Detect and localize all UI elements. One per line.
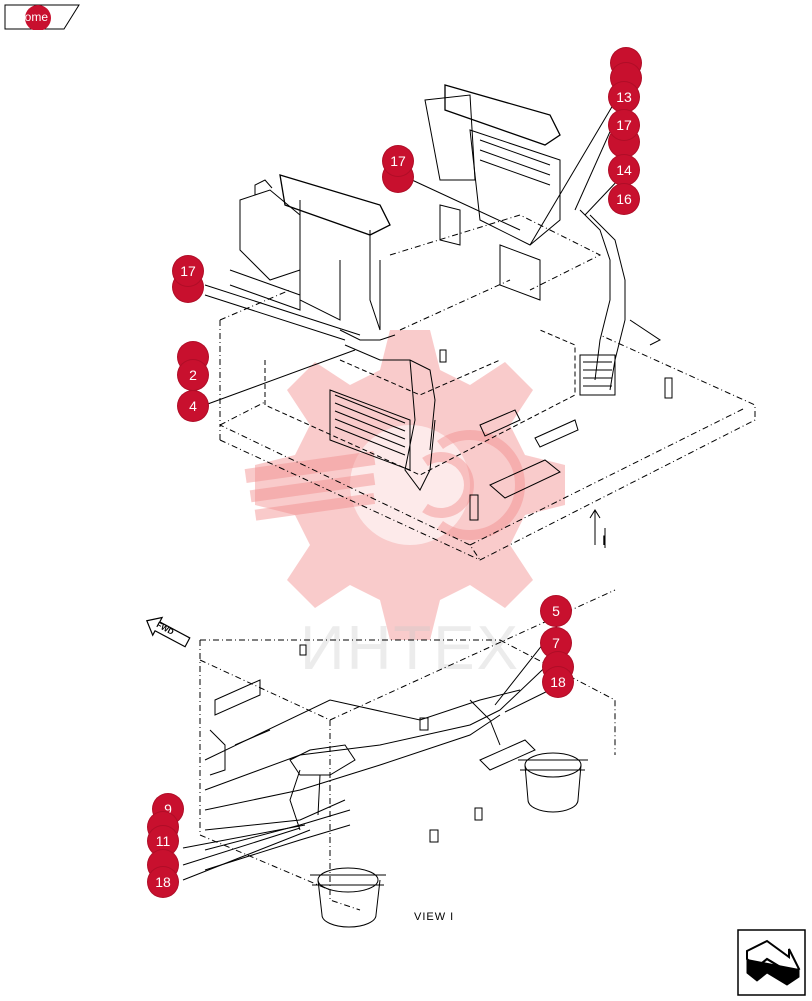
watermark-text: ИНТЕХ xyxy=(300,614,520,683)
left-armrest-assembly xyxy=(229,174,436,491)
lower-leader-lines xyxy=(182,624,561,881)
callout-11[interactable]: 11 xyxy=(148,826,178,856)
view-label: VIEW I xyxy=(414,911,455,923)
callout-18-left[interactable]: 18 xyxy=(148,867,178,897)
callout-17-middle[interactable]: 17 xyxy=(383,146,413,176)
lower-small-parts xyxy=(299,644,483,843)
callout-18-right[interactable]: 18 xyxy=(543,667,573,697)
callout-14[interactable]: 14 xyxy=(609,155,639,185)
lower-mount-left xyxy=(310,867,386,928)
home-button[interactable]: home xyxy=(4,4,80,30)
section-mark: I xyxy=(602,532,606,548)
upper-leader-lines xyxy=(204,104,621,406)
fwd-arrow-icon xyxy=(145,616,191,648)
callout-13[interactable]: 13 xyxy=(609,82,639,112)
lower-mount-right xyxy=(518,752,588,813)
back-arrow-button[interactable] xyxy=(737,929,806,996)
callout-2[interactable]: 2 xyxy=(178,360,208,390)
upper-floor-plate xyxy=(219,214,756,561)
home-label: home xyxy=(18,10,49,24)
right-armrest-assembly xyxy=(424,84,661,396)
callout-5[interactable]: 5 xyxy=(541,596,571,626)
callout-16[interactable]: 16 xyxy=(609,184,639,214)
callout-17-right[interactable]: 17 xyxy=(609,110,639,140)
callout-4[interactable]: 4 xyxy=(178,391,208,421)
curved-arrow-icon xyxy=(737,929,806,996)
callout-17-left[interactable]: 17 xyxy=(173,256,203,286)
home-tab-icon xyxy=(4,4,80,30)
